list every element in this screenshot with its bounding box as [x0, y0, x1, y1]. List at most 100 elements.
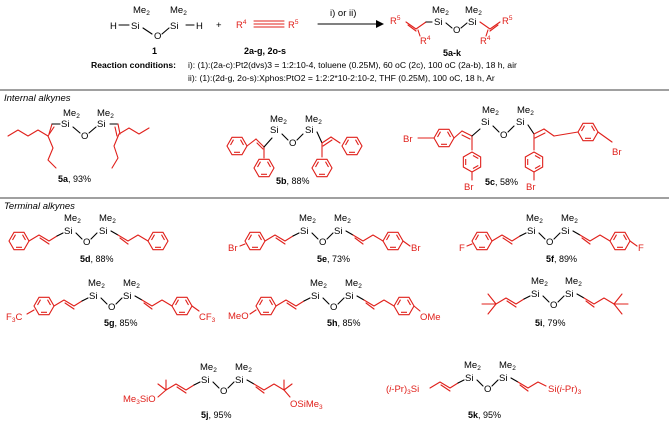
me2-label: Me2 [345, 278, 362, 290]
me2-label: Me2 [305, 114, 322, 126]
compound-label: 5k, 95% [468, 410, 501, 420]
f-substituent: F [459, 243, 465, 254]
reaction-conditions: Reaction conditions: i): (1):(2a-c):Pt2(… [91, 60, 517, 83]
si-atom: Si [468, 17, 476, 28]
si-atom: Si [61, 119, 69, 130]
si-atom: Si [465, 373, 473, 384]
section-terminal-alkynes: Terminal alkynes [4, 201, 75, 212]
me2-label: Me2 [531, 276, 548, 288]
compound-label: 5j, 95% [201, 410, 232, 420]
f3c-substituent: F3C [6, 312, 22, 324]
compound-label: 5a, 93% [58, 174, 91, 184]
si-atom: Si [434, 17, 442, 28]
arrow-conditions-label: i) or ii) [330, 8, 356, 19]
me2-label: Me2 [334, 213, 351, 225]
br-substituent: Br [403, 134, 413, 145]
compound-label: 5d, 88% [80, 254, 114, 264]
compound-5h: MeO Me2 Si O Me2 Si OMe 5h, 85% [228, 278, 441, 328]
me2-label: Me2 [310, 278, 327, 290]
si-atom: Si [300, 226, 308, 237]
me2-label: Me2 [561, 213, 578, 225]
meo-substituent: MeO [228, 311, 249, 322]
compound-5e: Br Me2 Si O Me2 Si Br 5e, 73% [228, 213, 421, 264]
conditions-line-ii: ii): (1):(2d-g, 2o-s):Xphos:PtO2 = 1:2:2… [188, 73, 495, 83]
si-atom: Si [334, 226, 342, 237]
br-substituent: Br [526, 182, 536, 193]
si-atom: Si [64, 226, 72, 237]
compound-5k: (i-Pr)3Si Me2 Si O Me2 Si Si(i-Pr)3 5k, … [386, 360, 582, 420]
conditions-line-i: i): (1):(2a-c):Pt2(dvs)3 = 1:2:10-4, tol… [188, 60, 517, 70]
si-atom: Si [235, 375, 243, 386]
product-general: R5 R4 Me2 Si O Me2 Si R5 R4 5a-k [390, 5, 513, 58]
osime3-substituent: OSiMe3 [290, 399, 323, 411]
r4-label: R4 [480, 35, 491, 47]
compound-5f: F Me2 Si O Me2 Si F 5f, 89% [459, 213, 644, 264]
o-atom: O [83, 237, 90, 248]
tips-left-substituent: (i-Pr)3Si [386, 384, 419, 396]
product-label: 5a-k [443, 48, 462, 58]
si-atom: Si [89, 291, 97, 302]
compound-5c: Br Br Me2 Si O Me2 Si Br Br 5c, 58% [403, 105, 622, 193]
si-atom: Si [311, 291, 319, 302]
me2-label: Me2 [99, 213, 116, 225]
me2-label: Me2 [499, 360, 516, 372]
r5-label: R5 [502, 15, 513, 27]
si-atom: Si [345, 291, 353, 302]
me2-label: Me2 [63, 108, 80, 120]
section-internal-alkynes: Internal alkynes [4, 93, 71, 104]
me2-label: Me2 [64, 213, 81, 225]
compound-5d: Me2 Si O Me2 Si 5d, 88% [8, 213, 169, 264]
o-atom: O [500, 130, 507, 141]
r4-label: R4 [420, 35, 431, 47]
si-atom: Si [270, 125, 278, 136]
me2-label: Me2 [235, 362, 252, 374]
si-atom: Si [561, 226, 569, 237]
reagent1-label: 1 [152, 46, 157, 56]
me2-label: Me2 [97, 108, 114, 120]
si-atom: Si [516, 117, 524, 128]
si-atom: Si [201, 375, 209, 386]
br-substituent: Br [612, 147, 622, 158]
me3sio-substituent: Me3SiO [123, 394, 156, 406]
o-atom: O [220, 386, 227, 397]
conditions-heading: Reaction conditions: [91, 60, 176, 70]
r5-label: R5 [390, 15, 401, 27]
si-atom: Si [527, 226, 535, 237]
compound-label: 5c, 58% [485, 177, 518, 187]
o-atom: O [550, 300, 557, 311]
me2-label: Me2 [565, 276, 582, 288]
br-substituent: Br [464, 182, 474, 193]
o-atom: O [330, 302, 337, 313]
o-atom: O [154, 31, 161, 42]
si-atom: Si [99, 226, 107, 237]
o-atom: O [289, 138, 296, 149]
si-atom: Si [123, 291, 131, 302]
me2-label: Me2 [465, 5, 482, 17]
me2-label: Me2 [432, 5, 449, 17]
me2-label: Me2 [170, 5, 187, 17]
o-atom: O [108, 302, 115, 313]
me2-label: Me2 [123, 278, 140, 290]
o-atom: O [484, 384, 491, 395]
r5-label: R5 [288, 19, 299, 31]
me2-label: Me2 [526, 213, 543, 225]
compound-label: 5e, 73% [317, 254, 350, 264]
me2-label: Me2 [200, 362, 217, 374]
me2-label: Me2 [464, 360, 481, 372]
h-atom: H [196, 21, 203, 32]
ome-substituent: OMe [420, 312, 441, 323]
o-atom: O [81, 131, 88, 142]
r4-label: R4 [236, 19, 247, 31]
si-atom: Si [481, 117, 489, 128]
compound-label: 5i, 79% [535, 318, 566, 328]
compound-label: 5b, 88% [276, 176, 310, 186]
compound-5g: F3C Me2 Si O Me2 Si CF3 5g, 85% [6, 278, 216, 328]
f-substituent: F [638, 243, 644, 254]
me2-label: Me2 [270, 114, 287, 126]
si-atom: Si [97, 119, 105, 130]
si-atom: Si [531, 289, 539, 300]
cf3-substituent: CF3 [199, 312, 216, 324]
o-atom: O [546, 237, 553, 248]
disiloxane-reagent: Me2 Me2 H Si O Si H 1 [110, 5, 203, 56]
